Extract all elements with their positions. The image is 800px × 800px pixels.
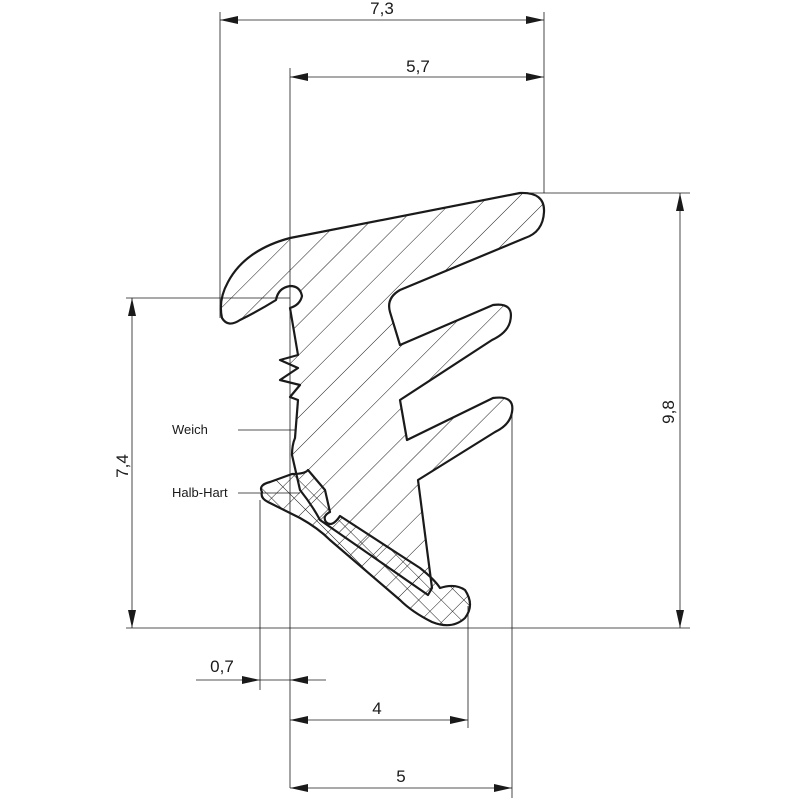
dim-height-total: 9,8	[659, 400, 678, 424]
main-profile-body	[219, 191, 546, 597]
dim-bottom-total: 5	[396, 767, 405, 786]
label-soft: Weich	[172, 422, 208, 437]
semi-hard-lip	[259, 468, 472, 627]
dim-height-lower: 7,4	[113, 454, 132, 478]
dim-bottom-inner: 4	[372, 699, 381, 718]
dim-offset-small: 0,7	[210, 657, 234, 676]
label-semi-hard: Halb-Hart	[172, 485, 228, 500]
dim-top-total: 7,3	[370, 0, 394, 18]
dim-top-inner: 5,7	[406, 57, 430, 76]
